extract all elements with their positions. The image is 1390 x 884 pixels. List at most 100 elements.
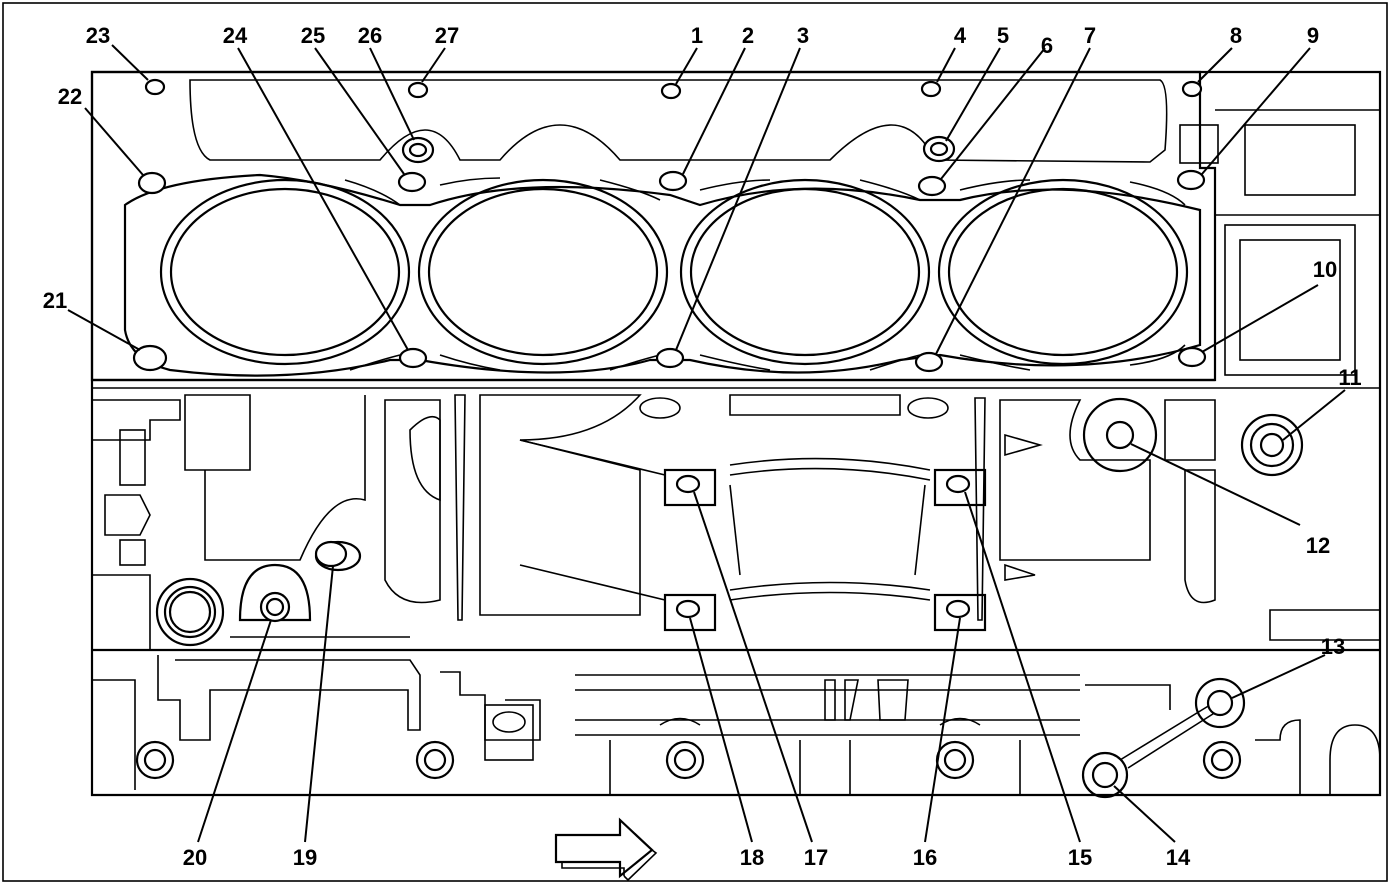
- valley-details: [92, 394, 1381, 650]
- leader-line-9: [1201, 47, 1311, 175]
- leader-line-24: [237, 47, 409, 351]
- leader-line-16: [924, 617, 961, 843]
- callout-label-17: 17: [804, 845, 828, 870]
- cylinder-bore-4: [947, 187, 1179, 357]
- right-arrow-icon: [554, 817, 658, 882]
- callout-label-5: 5: [997, 23, 1009, 48]
- bolt-hole-4: [920, 80, 942, 98]
- leader-line-5: [945, 47, 1001, 142]
- leader-line-18: [689, 617, 753, 843]
- callout-label-11: 11: [1338, 365, 1361, 390]
- leader-line-17: [693, 491, 813, 843]
- callout-label-14: 14: [1166, 845, 1191, 870]
- cylinder-bore-1-outer: [159, 178, 411, 366]
- callout-label-16: 16: [913, 845, 937, 870]
- leader-line-26: [369, 47, 415, 141]
- callout-label-8: 8: [1230, 23, 1242, 48]
- bolt-hole-1: [660, 82, 682, 100]
- cylinder-bore-2: [427, 187, 659, 357]
- callout-label-3: 3: [797, 23, 809, 48]
- callout-label-6: 6: [1041, 33, 1053, 58]
- bolt-hole-15: [945, 474, 971, 494]
- bolt-hole-10: [1177, 346, 1207, 368]
- bolt-hole-11: [1259, 432, 1285, 458]
- cylinder-bore-1: [169, 187, 401, 357]
- callout-labels: 1 2 3 4 5 6 7 8 9 10 11 12 13 14 15 16 1…: [43, 23, 1362, 870]
- leader-line-10: [1201, 284, 1319, 353]
- bolt-hole-3: [655, 347, 685, 369]
- cylinder-bore-3: [689, 187, 921, 357]
- water-jacket-top: [189, 79, 1168, 163]
- valley-bosses: [155, 397, 1304, 647]
- bolt-hole-14: [1091, 761, 1119, 789]
- leader-line-20: [197, 619, 272, 843]
- leader-line-1: [675, 47, 698, 85]
- callout-label-9: 9: [1307, 23, 1319, 48]
- leader-line-6: [940, 47, 1046, 180]
- leader-line-7: [935, 47, 1091, 355]
- leader-line-8: [1197, 47, 1233, 83]
- leader-line-12: [1130, 443, 1301, 526]
- leader-line-15: [964, 491, 1081, 843]
- leader-line-4: [936, 47, 956, 83]
- bolt-hole-16: [945, 599, 971, 619]
- callout-label-1: 1: [691, 23, 703, 48]
- callout-label-12: 12: [1306, 533, 1330, 558]
- callout-label-25: 25: [301, 23, 325, 48]
- callout-label-2: 2: [742, 23, 754, 48]
- cylinder-bores: [159, 178, 1189, 366]
- bolt-hole-19: [314, 540, 348, 568]
- leader-line-3: [675, 47, 801, 351]
- deck-right-details: [1179, 109, 1380, 376]
- callout-label-23: 23: [86, 23, 110, 48]
- leader-line-13: [1231, 654, 1326, 699]
- bolt-hole-13: [1206, 689, 1234, 717]
- bolt-hole-22: [137, 171, 167, 195]
- bolt-hole-23: [144, 78, 166, 96]
- callout-label-21: 21: [43, 288, 67, 313]
- leader-line-11: [1282, 389, 1346, 441]
- callout-label-22: 22: [58, 84, 82, 109]
- cylinder-bore-4-outer: [937, 178, 1189, 366]
- callout-label-26: 26: [358, 23, 382, 48]
- callout-label-4: 4: [954, 23, 967, 48]
- bolt-holes: [132, 78, 1285, 799]
- leader-line-27: [421, 47, 446, 83]
- bolt-hole-18: [675, 599, 701, 619]
- leader-line-23: [111, 44, 149, 81]
- callout-label-27: 27: [435, 23, 459, 48]
- lower-bosses: [135, 677, 1246, 780]
- callout-label-18: 18: [740, 845, 764, 870]
- bolt-hole-21: [132, 344, 168, 372]
- callout-label-13: 13: [1321, 634, 1345, 659]
- coolant-slots: [344, 177, 1186, 371]
- leader-line-19: [304, 565, 334, 843]
- leader-line-2: [682, 47, 746, 175]
- bolt-hole-9: [1176, 169, 1206, 191]
- bolt-hole-7: [914, 351, 944, 373]
- bolt-hole-6: [917, 175, 947, 197]
- bolt-hole-24: [398, 347, 428, 369]
- bolt-hole-12: [1105, 420, 1135, 450]
- cylinder-bore-2-outer: [417, 178, 669, 366]
- callout-label-7: 7: [1084, 23, 1096, 48]
- leader-lines: [67, 44, 1346, 843]
- callout-label-19: 19: [293, 845, 317, 870]
- bolt-hole-25: [397, 171, 427, 193]
- callout-label-24: 24: [223, 23, 248, 48]
- deck-surface: [90, 70, 1217, 382]
- bolt-hole-2: [658, 170, 688, 192]
- leader-line-22: [84, 107, 144, 176]
- gasket-contour: [123, 173, 1202, 377]
- leader-line-14: [1113, 785, 1176, 843]
- lower-rail-details: [92, 655, 1381, 796]
- callout-label-10: 10: [1313, 257, 1337, 282]
- callout-label-20: 20: [183, 845, 207, 870]
- bolt-hole-27: [407, 81, 429, 99]
- leader-line-21: [67, 309, 141, 351]
- cylinder-bore-3-outer: [679, 178, 931, 366]
- bolt-hole-17: [675, 474, 701, 494]
